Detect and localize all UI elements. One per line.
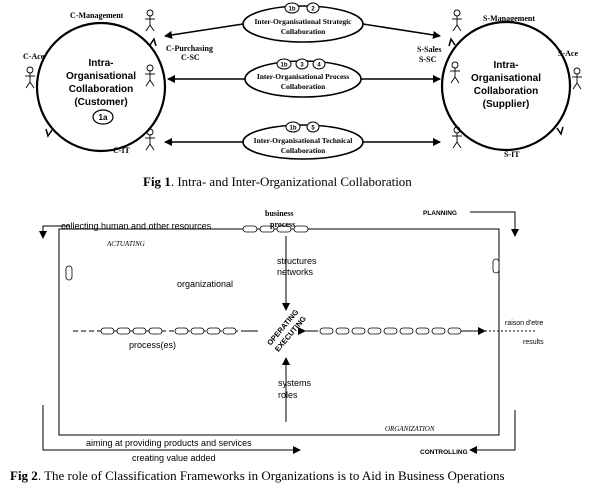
systems-text: systems — [278, 378, 312, 388]
label-c-sc: C-SC — [181, 53, 200, 62]
customer-circle-line2: Organisational — [66, 71, 136, 82]
actor-s-sales: S-Sales S-SC — [417, 45, 461, 84]
actuating-text: ACTUATING — [106, 240, 145, 248]
supplier-collaboration-circle: Intra- Organisational Collaboration (Sup… — [440, 20, 572, 152]
technical-badge-1b: 1b — [289, 126, 296, 132]
technical-line2: Collaboration — [281, 146, 326, 155]
strategic-badge-1b: 1b — [288, 7, 295, 13]
controlling-text: CONTROLLING — [420, 449, 468, 456]
fig2-caption: Fig 2. The role of Classification Framew… — [10, 468, 505, 484]
top-right-arrow — [470, 211, 519, 237]
actor-s-management: S-Management — [451, 9, 535, 32]
supplier-circle-line2: Organisational — [471, 73, 541, 84]
customer-collaboration-circle: Intra- Organisational Collaboration (Cus… — [35, 21, 167, 153]
fig2-caption-text: . The role of Classification Frameworks … — [37, 468, 505, 483]
label-c-management: C-Management — [70, 11, 124, 20]
strategic-collaboration-ellipse: 1b 2 Inter-Organisational Strategic Coll… — [242, 2, 364, 43]
business-text: business — [265, 209, 293, 218]
customer-circle-line3: Collaboration — [69, 84, 133, 95]
customer-badge-1a: 1a — [99, 113, 108, 122]
right-side-bead — [492, 258, 500, 274]
fig1-caption-text: . Intra- and Inter-Organizational Collab… — [170, 174, 412, 189]
fig1-caption-label: Fig 1 — [143, 174, 171, 189]
label-s-sales: S-Sales — [417, 45, 441, 54]
actor-c-management: C-Management — [70, 9, 156, 32]
networks-text: networks — [277, 267, 314, 277]
customer-circle-line4: (Customer) — [74, 97, 127, 108]
bottom-right-arrow — [469, 410, 516, 454]
planning-text: PLANNING — [423, 210, 457, 217]
left-side-bead — [65, 265, 73, 281]
label-c-purchasing: C-Purchasing — [166, 44, 213, 53]
strategic-badge-2: 2 — [311, 7, 315, 13]
aiming-text: aiming at providing products and service… — [86, 438, 252, 448]
fig2-diagram: collecting human and other resources bus… — [39, 209, 544, 463]
strategic-line2: Collaboration — [281, 27, 326, 36]
structures-text: structures — [277, 256, 317, 266]
process-badge-3: 3 — [300, 63, 304, 69]
label-c-it: C-IT — [113, 146, 131, 155]
label-s-sc: S-SC — [419, 55, 437, 64]
organizational-text: organizational — [177, 279, 233, 289]
actor-c-it: C-IT — [113, 128, 156, 155]
technical-line1: Inter-Organisational Technical — [254, 136, 353, 145]
actor-s-ace: S-Ace — [558, 49, 583, 90]
technical-collaboration-ellipse: 1b 5 Inter-Organisational Technical Coll… — [242, 121, 364, 160]
actor-s-it: S-IT — [451, 126, 520, 159]
results-text: results — [523, 339, 544, 346]
actor-c-ace: C-Ace — [23, 52, 45, 89]
process-bead-chain-left — [100, 327, 237, 335]
collecting-text: collecting human and other resources — [61, 221, 212, 231]
organization-text: ORGANIZATION — [385, 425, 435, 433]
strategic-line1: Inter-Organisational Strategic — [255, 17, 353, 26]
process-bead-chain-right — [319, 327, 462, 335]
fig2-caption-label: Fig 2 — [10, 468, 38, 483]
roles-text: roles — [278, 390, 298, 400]
supplier-circle-line1: Intra- — [494, 60, 519, 71]
bottom-left-arrow — [42, 405, 301, 454]
process-text: process — [270, 220, 295, 229]
creating-text: creating value added — [132, 453, 216, 463]
process-line2: Collaboration — [281, 82, 326, 91]
label-s-it: S-IT — [504, 150, 520, 159]
actor-c-purchasing: C-Purchasing C-SC — [144, 44, 213, 87]
top-bead-chain — [242, 225, 309, 233]
supplier-circle-line4: (Supplier) — [483, 99, 530, 110]
process-badge-1b: 1b — [280, 63, 287, 69]
raison-text: raison d'etre — [505, 320, 543, 327]
label-s-management: S-Management — [483, 14, 535, 23]
top-left-arrow — [39, 225, 70, 239]
fig1-diagram: Intra- Organisational Collaboration (Cus… — [23, 2, 583, 160]
fig1-caption: Fig 1. Intra- and Inter-Organizational C… — [143, 174, 412, 190]
process-line1: Inter-Organisational Process — [257, 72, 349, 81]
customer-circle-line1: Intra- — [89, 58, 114, 69]
process-badge-4: 4 — [317, 63, 321, 69]
operating-executing-label: OPERATING EXECUTING — [265, 308, 308, 354]
supplier-circle-line3: Collaboration — [474, 86, 538, 97]
process-collaboration-ellipse: 1b 3 4 Inter-Organisational Process Coll… — [244, 58, 362, 98]
processes-text: process(es) — [129, 340, 176, 350]
technical-badge-5: 5 — [311, 126, 315, 132]
label-s-ace: S-Ace — [558, 49, 578, 58]
label-c-ace: C-Ace — [23, 52, 45, 61]
